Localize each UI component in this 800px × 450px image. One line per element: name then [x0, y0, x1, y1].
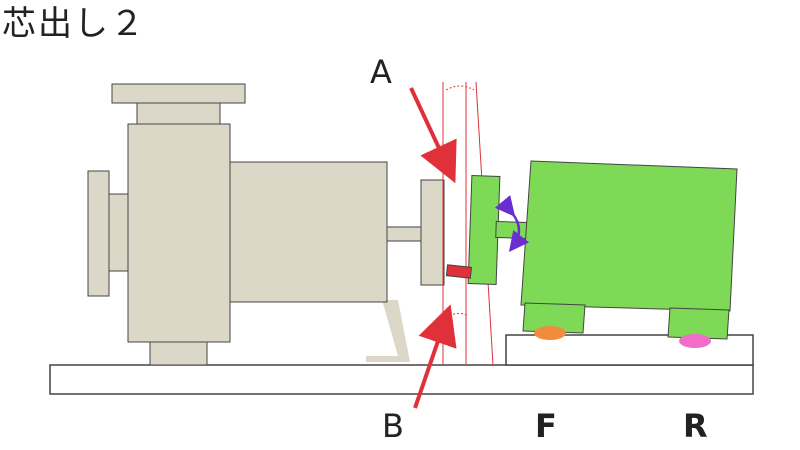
pump-outlet-neck: [136, 102, 221, 125]
pump-inlet-flange: [87, 170, 110, 297]
pump-outlet-flange: [111, 83, 246, 104]
pump-foot: [149, 341, 208, 366]
pump-bearing-housing: [229, 161, 388, 303]
base-plate: [49, 364, 754, 395]
pump-support-leg: [366, 300, 410, 362]
shim-front: [534, 326, 566, 340]
diagram-title: 芯出し２: [2, 4, 146, 44]
red-arrow-icon: [413, 304, 457, 409]
curved-double-arrow-icon: [494, 195, 530, 252]
motor-foot-front: [522, 302, 586, 334]
motor-riser: [505, 334, 754, 366]
pump-shaft: [386, 226, 422, 242]
shim-rear: [679, 334, 711, 348]
motor-foot-rear: [667, 307, 730, 340]
label-front-foot: F: [535, 407, 557, 445]
pump-coupling-half: [420, 179, 445, 286]
red-arrow-icon: [409, 87, 457, 184]
motor-coupling-half: [467, 175, 501, 285]
angle-arc-top: [445, 85, 475, 91]
angle-arc-bottom: [445, 312, 469, 319]
gap-gauge: [445, 264, 473, 279]
motor-body: [520, 160, 738, 312]
label-a: A: [370, 53, 392, 91]
pump-inlet-neck: [108, 193, 129, 272]
pump-casing: [127, 123, 231, 343]
label-b: B: [382, 407, 404, 445]
label-rear-foot: R: [683, 407, 708, 445]
